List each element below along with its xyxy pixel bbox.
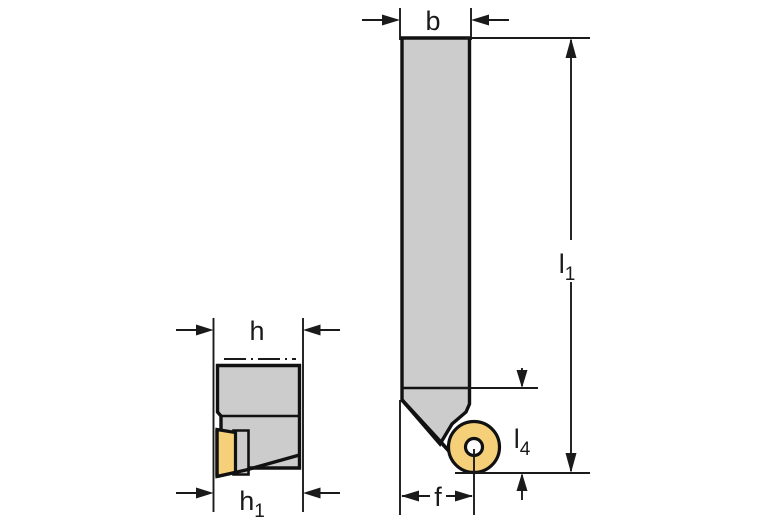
dimension-l4-arrow-top [516, 370, 528, 388]
dimension-h1: h1 [176, 486, 340, 522]
side-view-group: h h1 [176, 316, 340, 522]
dimension-l4-label: l4 [514, 424, 531, 460]
dimension-l4: l4 [514, 368, 531, 500]
front-view-group: b l1 l4 [362, 6, 590, 515]
dimension-h: h [176, 316, 340, 346]
dimension-h1-arrow-left [196, 487, 214, 499]
dimension-f-arrow-left [401, 490, 419, 502]
side-view-step-notch [216, 411, 222, 417]
dimension-b: b [362, 6, 509, 36]
dimension-h-label: h [249, 316, 264, 346]
dimension-f: f [401, 482, 473, 512]
side-view-lower-outline [216, 453, 300, 479]
dimension-b-arrow-left [382, 14, 400, 26]
dimension-b-arrow-right [471, 14, 489, 26]
dimension-l1-label: l1 [559, 249, 576, 285]
dimension-h1-label: h1 [239, 486, 265, 522]
dimension-b-label: b [425, 6, 440, 36]
dimension-l1: l1 [559, 38, 577, 473]
dimension-f-label: f [434, 482, 442, 512]
dimension-f-arrow-right [455, 490, 473, 502]
dimension-l4-arrow-bottom [516, 473, 528, 491]
dimension-h1-arrow-right [303, 487, 321, 499]
dimension-h-arrow-right [303, 324, 321, 336]
dimension-h-arrow-left [196, 324, 214, 336]
side-view-insert [215, 427, 238, 479]
front-view-tool-body [400, 36, 472, 447]
dimension-l1-arrow-bottom [565, 453, 577, 473]
dimension-l1-arrow-top [565, 38, 577, 58]
